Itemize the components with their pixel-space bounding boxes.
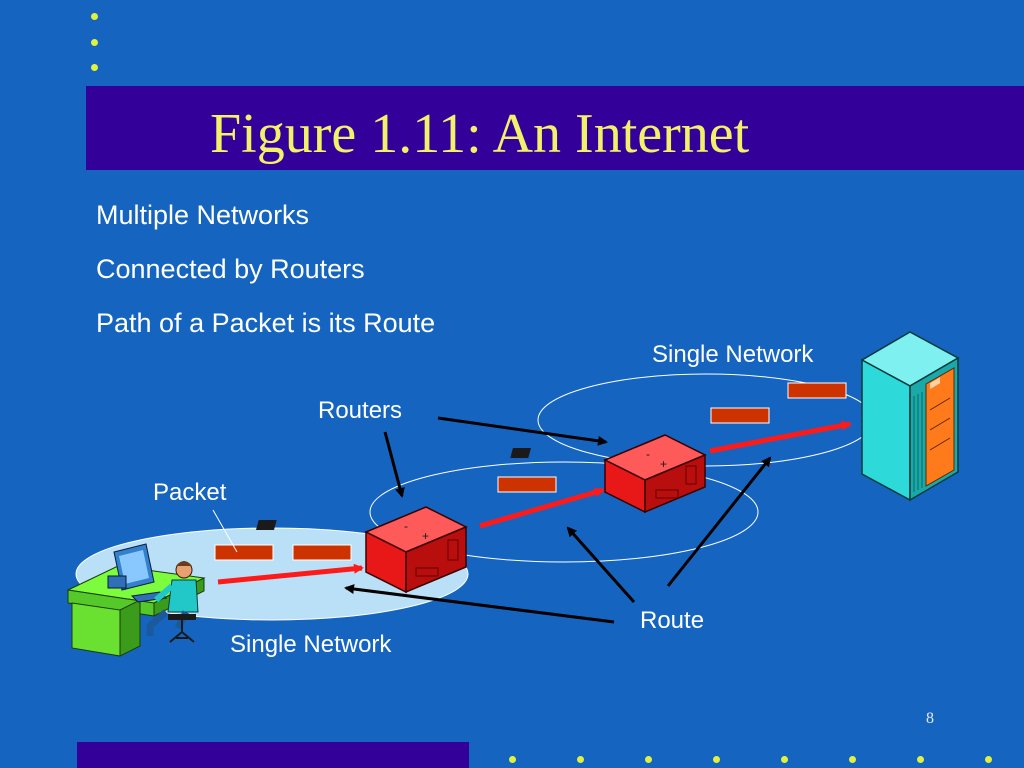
- svg-text:-: -: [646, 447, 650, 461]
- svg-text:+: +: [422, 529, 429, 543]
- svg-text:+: +: [660, 457, 667, 471]
- routers-arrow: [437, 416, 608, 446]
- svg-text:-: -: [404, 519, 408, 533]
- decor-dot: [781, 756, 788, 763]
- decor-dot: [91, 64, 98, 71]
- bottom-bar: [77, 742, 469, 768]
- label-single-network-bottom: Single Network: [230, 631, 392, 658]
- route-segment: [217, 563, 364, 585]
- route-arrow: [566, 526, 636, 603]
- packet-pointer: [212, 509, 238, 553]
- bullet-connected-by-routers: Connected by Routers: [96, 254, 365, 284]
- slide-title: Figure 1.11: An Internet: [210, 103, 750, 165]
- route-segment: [709, 420, 852, 454]
- packet-icon: [787, 382, 847, 399]
- routers-arrow: [383, 431, 405, 498]
- page-number: 8: [926, 710, 934, 727]
- label-packet: Packet: [153, 479, 227, 506]
- packet-icon: [497, 476, 557, 493]
- decor-dot: [917, 756, 924, 763]
- decor-dot: [509, 756, 516, 763]
- router-icon: - +: [510, 434, 707, 514]
- workstation-user-icon: [66, 543, 206, 657]
- decor-dot: [645, 756, 652, 763]
- network-ellipse-middle: [369, 461, 759, 563]
- label-single-network-top: Single Network: [652, 341, 814, 368]
- decor-dot: [91, 39, 98, 46]
- packet-icon: [710, 407, 770, 424]
- decor-dot: [713, 756, 720, 763]
- route-arrow: [666, 456, 772, 587]
- bullet-path-of-packet: Path of a Packet is its Route: [96, 308, 436, 338]
- label-routers: Routers: [318, 397, 403, 424]
- router-icon: - +: [255, 506, 468, 594]
- route-arrow: [344, 584, 615, 624]
- decor-dot: [91, 13, 98, 20]
- label-route: Route: [640, 607, 705, 634]
- decor-dot: [849, 756, 856, 763]
- packet-icon: [292, 544, 352, 561]
- decor-dot: [985, 756, 992, 763]
- route-segment: [479, 487, 605, 529]
- decor-dot: [577, 756, 584, 763]
- packet-icon: [214, 544, 274, 561]
- server-rack-icon: [860, 331, 960, 502]
- title-bar: [86, 86, 1024, 170]
- bullet-multiple-networks: Multiple Networks: [96, 200, 310, 230]
